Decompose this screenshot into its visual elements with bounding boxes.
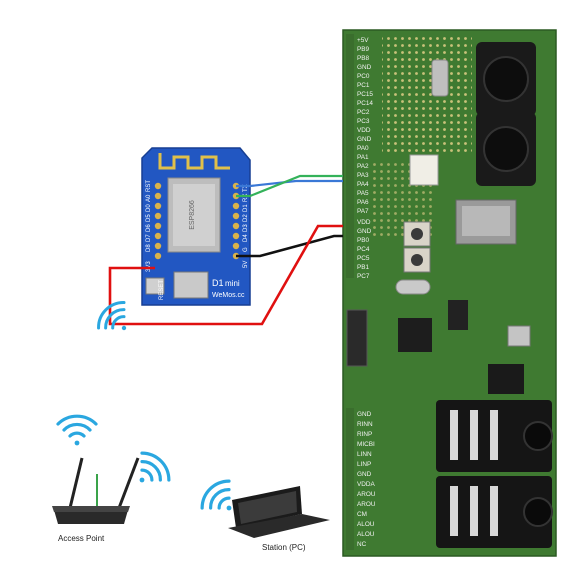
board-pin-label: PB1	[357, 264, 370, 271]
d1-pin-label: D7	[146, 234, 152, 242]
board-pin-label: RINP	[357, 431, 372, 438]
tact-button-2	[404, 248, 430, 272]
tact-button-1	[404, 222, 430, 246]
wire-black-gnd	[236, 236, 343, 256]
board-pin-label: VDDA	[357, 481, 375, 488]
jtag-header	[347, 310, 367, 366]
station-label: Station (PC)	[262, 543, 306, 552]
board-pin-label: ALOU	[357, 521, 375, 528]
board-pin-label: VDD	[357, 127, 371, 134]
board-pin-label: NC	[357, 541, 367, 548]
d1-pin-label: 5V	[243, 261, 249, 268]
d1-pin-label: RST	[146, 180, 152, 192]
usb-port	[174, 272, 208, 298]
board-pin-label: GND	[357, 471, 372, 478]
board-pin-label: AROU	[357, 491, 376, 498]
board-pin-label: PC15	[357, 91, 373, 98]
dev-board: +5V PB9 PB8 GND PC0 PC1 PC15 PC14 PC2 PC…	[343, 30, 556, 556]
prototype-area	[382, 36, 472, 156]
audio-jack-small	[488, 364, 524, 394]
board-pin-label: RINN	[357, 421, 373, 428]
board-pin-label: GND	[357, 228, 372, 235]
wemos-d1-mini: ESP8266 3V3 D8 D7 D6 D5 D0 A0 RST TX RX	[142, 148, 250, 305]
d1-pin-label: D5	[146, 214, 152, 222]
board-pin-label: PC0	[357, 73, 370, 80]
d1-site: WeMos.cc	[212, 292, 245, 299]
board-pin-label: GND	[357, 411, 372, 418]
optocoupler-chip	[410, 155, 438, 185]
small-chip	[448, 300, 468, 330]
d1-brand: D1	[212, 278, 224, 288]
wire-blue-tx-to-pa3	[236, 181, 343, 186]
board-pin-label: PA6	[357, 199, 369, 206]
wifi-icon	[93, 297, 138, 342]
mcu-chip	[398, 318, 432, 352]
router-icon	[52, 458, 138, 524]
board-pin-label: PB0	[357, 237, 370, 244]
laptop-icon	[228, 486, 330, 538]
d1-pin-label: D8	[146, 244, 152, 252]
wifi-icon	[58, 416, 96, 445]
din-connector-top	[476, 42, 536, 116]
d1-pin-label: G	[243, 247, 249, 252]
board-pin-label: PA1	[357, 154, 369, 161]
board-pin-label: VDD	[357, 219, 371, 226]
d1-pin-label: 3V3	[146, 261, 152, 272]
access-point-label: Access Point	[58, 534, 104, 543]
board-pin-label: CM	[357, 511, 367, 518]
board-pin-label: PC7	[357, 273, 370, 280]
svg-text:ESP8266: ESP8266	[189, 200, 196, 230]
audio-jack-out	[436, 476, 552, 548]
board-pin-label: PC4	[357, 246, 370, 253]
board-pin-label: GND	[357, 136, 372, 143]
board-pin-label: GND	[357, 64, 372, 71]
board-pin-label: PA3	[357, 172, 369, 179]
board-pin-label: PA7	[357, 208, 369, 215]
board-pin-label: PA2	[357, 163, 369, 170]
crystal	[432, 60, 448, 96]
board-pin-label: PC2	[357, 109, 370, 116]
board-pin-label: PA4	[357, 181, 369, 188]
board-pin-label: PB9	[357, 46, 370, 53]
oscillator	[396, 280, 430, 294]
d1-pin-label: D0	[146, 204, 152, 212]
d1-pin-label: D6	[146, 224, 152, 232]
board-pin-label: MICBI	[357, 441, 375, 448]
d1-pin-label: D1	[243, 204, 249, 212]
reset-label: RESET	[159, 280, 165, 300]
board-pin-label: PB8	[357, 55, 370, 62]
usb-connector	[508, 326, 530, 346]
d1-pin-label: A0	[146, 194, 152, 202]
d1-pin-label: D3	[243, 224, 249, 232]
board-pin-label: PA5	[357, 190, 369, 197]
d1-pin-label: D2	[243, 214, 249, 222]
board-pin-label: PC5	[357, 255, 370, 262]
board-pin-label: +5V	[357, 37, 369, 44]
board-pin-label: AROU	[357, 501, 376, 508]
audio-jack-in	[436, 400, 552, 472]
board-pin-label: PA0	[357, 145, 369, 152]
board-pin-label: LINN	[357, 451, 372, 458]
board-pin-label: PC3	[357, 118, 370, 125]
d1-model: mini	[225, 279, 240, 288]
d1-pin-label: D4	[243, 234, 249, 242]
din-connector-bottom	[476, 112, 536, 186]
board-pin-label: LINP	[357, 461, 371, 468]
board-pin-label: PC1	[357, 82, 370, 89]
board-pin-label: PC14	[357, 100, 373, 107]
board-pin-label: ALOU	[357, 531, 375, 538]
